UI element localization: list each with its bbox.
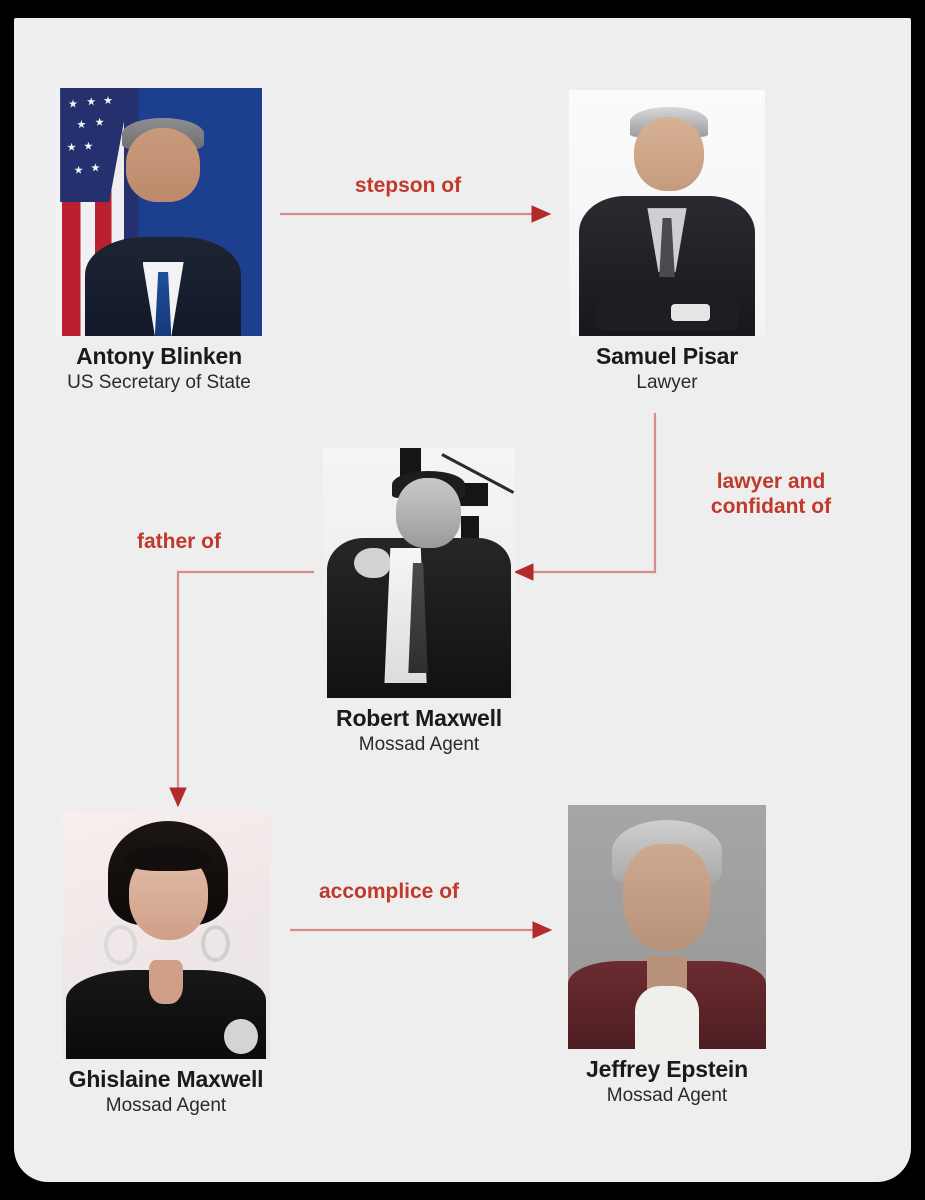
photo-jeffrey-epstein	[568, 805, 766, 1049]
node-antony-blinken[interactable]: Antony Blinken US Secretary of State	[34, 88, 284, 395]
photo-robert-maxwell	[323, 448, 515, 698]
caption-antony-blinken: Antony Blinken US Secretary of State	[34, 343, 284, 395]
person-name: Antony Blinken	[76, 343, 242, 369]
caption-jeffrey-epstein: Jeffrey Epstein Mossad Agent	[542, 1056, 792, 1108]
edge-label-accomplice-of: accomplice of	[318, 880, 460, 903]
person-name: Robert Maxwell	[336, 705, 502, 731]
edge-label-father-of: father of	[137, 530, 221, 553]
node-robert-maxwell[interactable]: Robert Maxwell Mossad Agent	[294, 448, 544, 757]
person-name: Jeffrey Epstein	[586, 1056, 748, 1082]
person-name: Samuel Pisar	[595, 343, 739, 369]
person-role: Lawyer	[636, 371, 698, 393]
person-role: Mossad Agent	[358, 733, 480, 755]
caption-samuel-pisar: Samuel Pisar Lawyer	[542, 343, 792, 395]
caption-ghislaine-maxwell: Ghislaine Maxwell Mossad Agent	[36, 1066, 296, 1118]
node-samuel-pisar[interactable]: Samuel Pisar Lawyer	[542, 90, 792, 395]
photo-antony-blinken	[56, 88, 262, 336]
diagram-canvas: stepson of lawyer and confidant of fathe…	[14, 18, 911, 1182]
person-name: Ghislaine Maxwell	[68, 1066, 264, 1092]
caption-robert-maxwell: Robert Maxwell Mossad Agent	[294, 705, 544, 757]
edge-label-stepson-of: stepson of	[354, 174, 462, 197]
photo-ghislaine-maxwell	[62, 811, 270, 1059]
edge-label-lawyer-and-confidant-of: lawyer and confidant of	[710, 470, 832, 518]
photo-samuel-pisar	[569, 90, 765, 336]
person-role: Mossad Agent	[105, 1094, 227, 1116]
node-jeffrey-epstein[interactable]: Jeffrey Epstein Mossad Agent	[542, 805, 792, 1108]
person-role: Mossad Agent	[606, 1084, 728, 1106]
person-role: US Secretary of State	[67, 371, 251, 393]
node-ghislaine-maxwell[interactable]: Ghislaine Maxwell Mossad Agent	[36, 811, 296, 1118]
